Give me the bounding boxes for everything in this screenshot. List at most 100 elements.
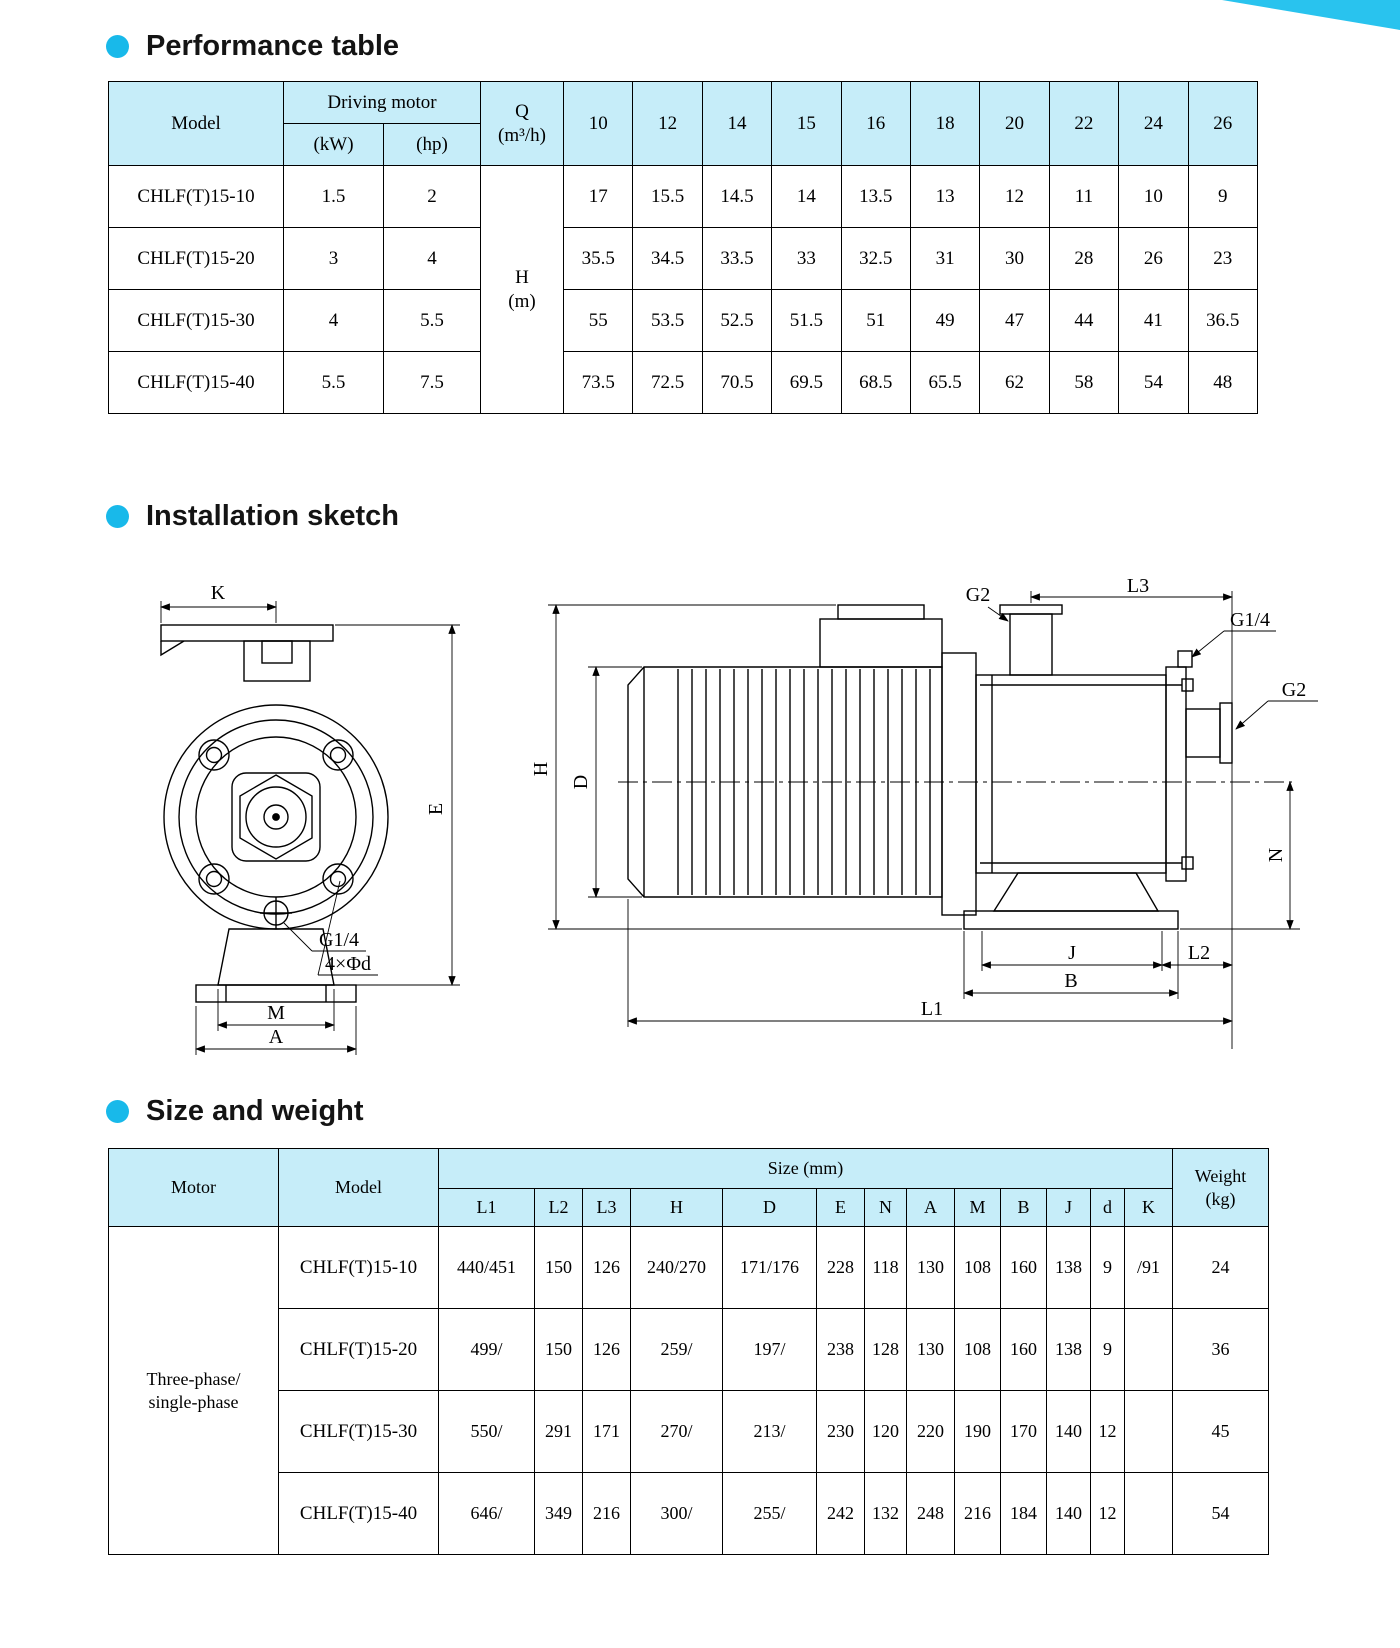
section-size-weight: Size and weight <box>106 1095 1400 1128</box>
size-dim-cell: 440/451 <box>438 1226 535 1309</box>
perf-value-cell: 26 <box>1118 227 1189 290</box>
size-dim-cell: 140 <box>1046 1390 1091 1473</box>
size-weight-cell: 54 <box>1172 1472 1270 1555</box>
perf-kw-cell: 4 <box>283 289 384 352</box>
size-dim-cell: 150 <box>534 1308 583 1391</box>
dim-label-j: J <box>1068 942 1076 964</box>
size-dim-cell: 270/ <box>630 1390 723 1473</box>
perf-header-flow: 16 <box>840 81 911 166</box>
size-dim-cell: 216 <box>582 1472 631 1555</box>
perf-value-cell: 70.5 <box>701 351 773 414</box>
discharge-flange <box>1219 702 1233 764</box>
section-bullet-icon <box>106 35 129 58</box>
perf-header-flow: 22 <box>1048 81 1120 166</box>
size-dim-cell: 138 <box>1046 1308 1091 1391</box>
section-bullet-icon <box>106 1100 129 1123</box>
corner-decoration <box>1222 0 1400 30</box>
dim-label-k: K <box>211 582 226 604</box>
size-dim-cell: 255/ <box>722 1472 817 1555</box>
perf-value-cell: 11 <box>1048 165 1120 228</box>
size-dim-cell: 216 <box>954 1472 1001 1555</box>
perf-kw-cell: 1.5 <box>283 165 384 228</box>
base-plate <box>963 910 1179 930</box>
perf-header-kw: (kW) <box>283 123 384 166</box>
dim-label-n: N <box>1265 848 1287 862</box>
perf-model-cell: CHLF(T)15-40 <box>108 351 284 414</box>
front-view-labels: K E M A G1/4 4×Φd <box>211 582 447 1048</box>
table-row: CHLF(T)15-40 5.5 7.5 73.5 72.5 70.5 69.5… <box>108 351 1259 414</box>
table-row: CHLF(T)15-20 499/ 150 126 259/ 197/ 238 … <box>109 1308 1270 1391</box>
motor-type-line2: single-phase <box>148 1391 239 1412</box>
perf-header-flow: 18 <box>909 81 981 166</box>
perf-value-cell: 9 <box>1187 165 1259 228</box>
perf-value-cell: 55 <box>562 289 634 352</box>
perf-value-cell: 62 <box>979 351 1050 414</box>
table-row: CHLF(T)15-30 550/ 291 171 270/ 213/ 230 … <box>109 1390 1270 1473</box>
table-header-row: (kW) (hp) <box>109 123 1258 166</box>
size-header-dim: L3 <box>582 1188 631 1227</box>
section-performance: Performance table <box>106 30 1400 63</box>
size-dim-cell: 9 <box>1090 1308 1125 1391</box>
pump-front-view-drawing: K E M A G1/4 4×Φd <box>160 582 460 1055</box>
q-unit: (m³/h) <box>498 124 546 146</box>
size-header-weight: Weight (kg) <box>1172 1148 1270 1227</box>
side-view-dimensions <box>548 591 1318 1049</box>
size-dim-cell: 220 <box>906 1390 955 1473</box>
suction-port <box>1009 613 1053 676</box>
perf-header-hp: (hp) <box>383 123 481 166</box>
perf-value-cell: 54 <box>1118 351 1189 414</box>
section-installation: Installation sketch <box>106 500 1400 533</box>
perf-header-driving-motor: Driving motor <box>283 81 481 124</box>
size-model-cell: CHLF(T)15-30 <box>278 1390 439 1473</box>
port-label-g2-top: G2 <box>966 584 990 606</box>
discharge-port <box>1185 708 1221 758</box>
size-dim-cell: 12 <box>1090 1472 1125 1555</box>
size-dim-cell: 108 <box>954 1308 1001 1391</box>
size-dim-cell: 171 <box>582 1390 631 1473</box>
size-dim-cell <box>1123 1308 1174 1391</box>
terminal-box-top <box>837 604 925 620</box>
size-header-dim: B <box>1000 1188 1047 1227</box>
perf-value-cell: 17 <box>562 165 634 228</box>
port-label-g2-right: G2 <box>1282 679 1306 701</box>
size-header-dim: L1 <box>438 1188 535 1227</box>
h-label: H <box>515 266 529 288</box>
size-header-dim: J <box>1046 1188 1091 1227</box>
perf-value-cell: 13.5 <box>840 165 911 228</box>
size-dim-cell: 126 <box>582 1226 631 1309</box>
perf-value-cell: 53.5 <box>632 289 703 352</box>
size-dim-cell: 240/270 <box>630 1226 723 1309</box>
perf-header-flow: 15 <box>771 81 842 166</box>
size-dim-cell: 349 <box>534 1472 583 1555</box>
dim-label-a: A <box>269 1026 284 1048</box>
perf-header-flow: 12 <box>632 81 703 166</box>
size-dim-cell: 132 <box>864 1472 907 1555</box>
perf-header-flow: 20 <box>979 81 1050 166</box>
section-title-text: Performance table <box>146 30 400 62</box>
perf-value-cell: 48 <box>1187 351 1259 414</box>
performance-table: Model Driving motor Q (m³/h) 10 12 14 15… <box>108 81 1259 414</box>
perf-value-cell: 58 <box>1048 351 1120 414</box>
size-dim-cell: 213/ <box>722 1390 817 1473</box>
size-dim-cell: 242 <box>816 1472 865 1555</box>
perf-value-cell: 47 <box>979 289 1050 352</box>
size-dim-cell: 291 <box>534 1390 583 1473</box>
size-header-dim: L2 <box>534 1188 583 1227</box>
size-weight-table: Motor Model Size (mm) Weight (kg) L1 L2 … <box>108 1148 1270 1555</box>
perf-hp-cell: 4 <box>383 227 481 290</box>
size-dim-cell: 171/176 <box>722 1226 817 1309</box>
front-view-dimensions <box>160 601 460 1055</box>
size-dim-cell <box>1123 1390 1174 1473</box>
weight-label: Weight <box>1194 1166 1247 1186</box>
size-header-dim: K <box>1123 1188 1174 1227</box>
size-header-dim: A <box>906 1188 955 1227</box>
size-dim-cell: 140 <box>1046 1472 1091 1555</box>
bolt-holes-label: 4×Φd <box>325 953 371 975</box>
size-weight-cell: 36 <box>1172 1308 1270 1391</box>
size-dim-cell: 238 <box>816 1308 865 1391</box>
section-title-text: Size and weight <box>146 1095 364 1127</box>
perf-value-cell: 30 <box>979 227 1050 290</box>
perf-header-flow: 14 <box>701 81 773 166</box>
perf-value-cell: 69.5 <box>771 351 842 414</box>
